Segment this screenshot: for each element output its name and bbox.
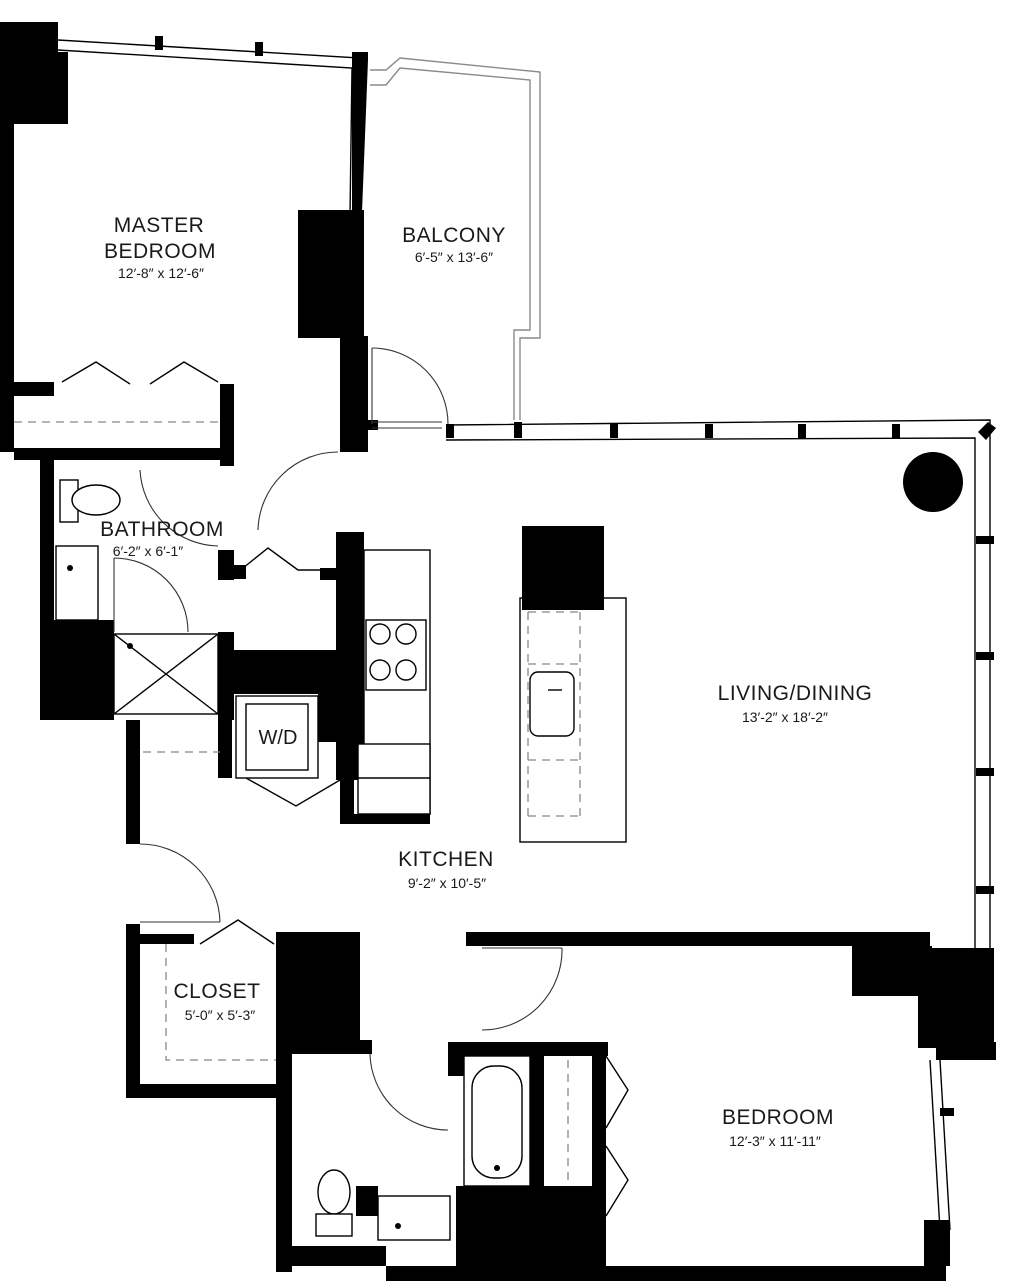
- bifold-door-icon: [149, 361, 219, 385]
- living-dining-name: LIVING/DINING: [718, 682, 873, 705]
- door-swing-icon: [113, 557, 189, 633]
- master-bedroom-dimensions: 12′-8″ x 12′-6″: [118, 265, 204, 281]
- bedroom-name: BEDROOM: [722, 1106, 834, 1129]
- door-swing-icon: [481, 947, 563, 1031]
- kitchen-island: [519, 597, 627, 843]
- bifold-door-icon: [605, 1055, 629, 1129]
- column-icon: [903, 452, 963, 512]
- bifold-door-icon: [199, 919, 275, 945]
- washer-dryer-label: W/D: [259, 727, 298, 749]
- walls: [0, 22, 996, 1281]
- washer-dryer: W/D: [235, 695, 319, 779]
- closet-dimensions: 5′-0″ x 5′-3″: [185, 1007, 255, 1023]
- sink-icon: [377, 1195, 451, 1241]
- lower-bath-fixtures: [315, 1055, 531, 1241]
- door-swing-icon: [257, 451, 339, 531]
- balcony-name: BALCONY: [402, 224, 506, 247]
- bedroom-dimensions: 12′-3″ x 11′-11″: [729, 1133, 821, 1149]
- bifold-door-icon: [605, 1145, 629, 1217]
- bathroom-name: BATHROOM: [100, 518, 224, 541]
- door-swings: [113, 347, 563, 1131]
- door-swing-icon: [371, 347, 449, 425]
- kitchen-counter: [357, 549, 431, 815]
- door-swing-icon: [139, 469, 219, 547]
- living-dining-dimensions: 13′-2″ x 18′-2″: [742, 709, 828, 725]
- bifold-door-icon: [245, 777, 341, 807]
- bathroom-fixtures: [55, 479, 219, 715]
- toilet-icon: [59, 479, 121, 523]
- kitchen-name: KITCHEN: [398, 848, 494, 871]
- door-swing-icon: [139, 843, 221, 923]
- bifold-door-icon: [237, 547, 320, 573]
- balcony-dimensions: 6′-5″ x 13′-6″: [415, 249, 493, 265]
- master-bedroom-name-1: MASTER: [114, 214, 205, 237]
- stove-icon: [365, 619, 427, 691]
- toilet-icon: [315, 1169, 353, 1237]
- kitchen-sink-icon: [529, 671, 575, 737]
- balcony-outline: [370, 57, 541, 420]
- door-swing-icon: [369, 1053, 449, 1131]
- bathroom-dimensions: 6′-2″ x 6′-1″: [113, 543, 183, 559]
- bifold-doors: [61, 361, 629, 1217]
- closet-shelf-lines: [14, 421, 569, 1186]
- shower-icon: [113, 633, 219, 715]
- room-labels: MASTER BEDROOM 12′-8″ x 12′-6″ BALCONY 6…: [100, 214, 872, 1149]
- sink-icon: [55, 545, 99, 621]
- bathtub-icon: [463, 1055, 531, 1187]
- kitchen-dimensions: 9′-2″ x 10′-5″: [408, 875, 486, 891]
- master-bedroom-name-2: BEDROOM: [104, 240, 216, 263]
- bifold-door-icon: [61, 361, 131, 385]
- closet-name: CLOSET: [173, 980, 260, 1003]
